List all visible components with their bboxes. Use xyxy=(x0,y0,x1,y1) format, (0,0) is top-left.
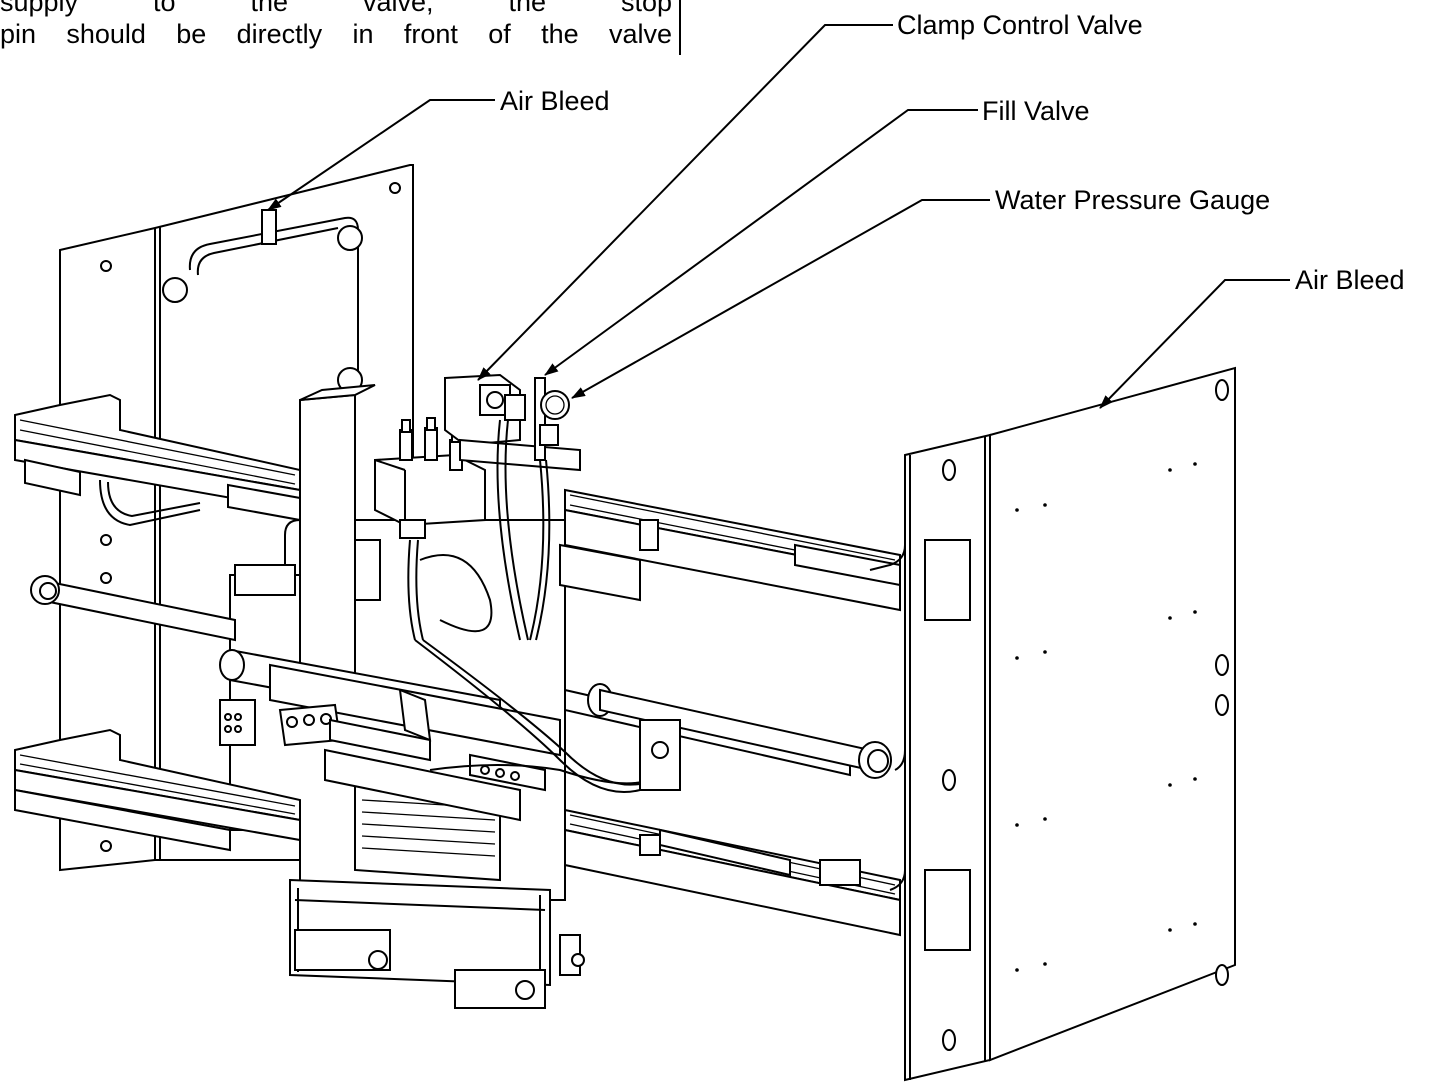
upper-right-arm xyxy=(559,488,901,612)
right-tie-rod xyxy=(599,688,892,791)
right-mounting-plate xyxy=(869,366,1236,1082)
instruction-line-1: supply to the valve, the stop xyxy=(0,0,672,17)
air-bleed-right-label: Air Bleed xyxy=(1295,265,1405,295)
cylinders xyxy=(219,648,851,822)
clamp-control-valve-leader xyxy=(477,24,893,381)
left-tie-rod xyxy=(30,575,236,642)
air-bleed-left-leader xyxy=(267,99,495,211)
instruction-text: supply to the valve, the stop pin should… xyxy=(0,0,672,50)
lower-right-arm xyxy=(564,808,901,937)
fill-valve-handle xyxy=(534,377,546,461)
hoses xyxy=(407,539,655,793)
air-bleed-left-fitting xyxy=(261,209,277,245)
fill-valve-leader xyxy=(544,109,978,376)
fill-valve-label: Fill Valve xyxy=(982,96,1090,126)
upper-left-arm xyxy=(14,393,301,527)
water-pressure-gauge-leader xyxy=(571,199,990,399)
water-pressure-gauge-label: Water Pressure Gauge xyxy=(995,185,1270,215)
air-bleed-right-leader xyxy=(1099,279,1290,409)
air-bleed-left-label: Air Bleed xyxy=(500,86,610,116)
water-pressure-gauge-dial xyxy=(540,390,570,420)
callout-leaders xyxy=(267,24,1290,409)
instruction-line-2: pin should be directly in front of the v… xyxy=(0,19,672,49)
lower-left-arm xyxy=(14,728,301,852)
clamp-control-valve-label: Clamp Control Valve xyxy=(897,10,1143,40)
valve-assembly xyxy=(444,373,581,641)
